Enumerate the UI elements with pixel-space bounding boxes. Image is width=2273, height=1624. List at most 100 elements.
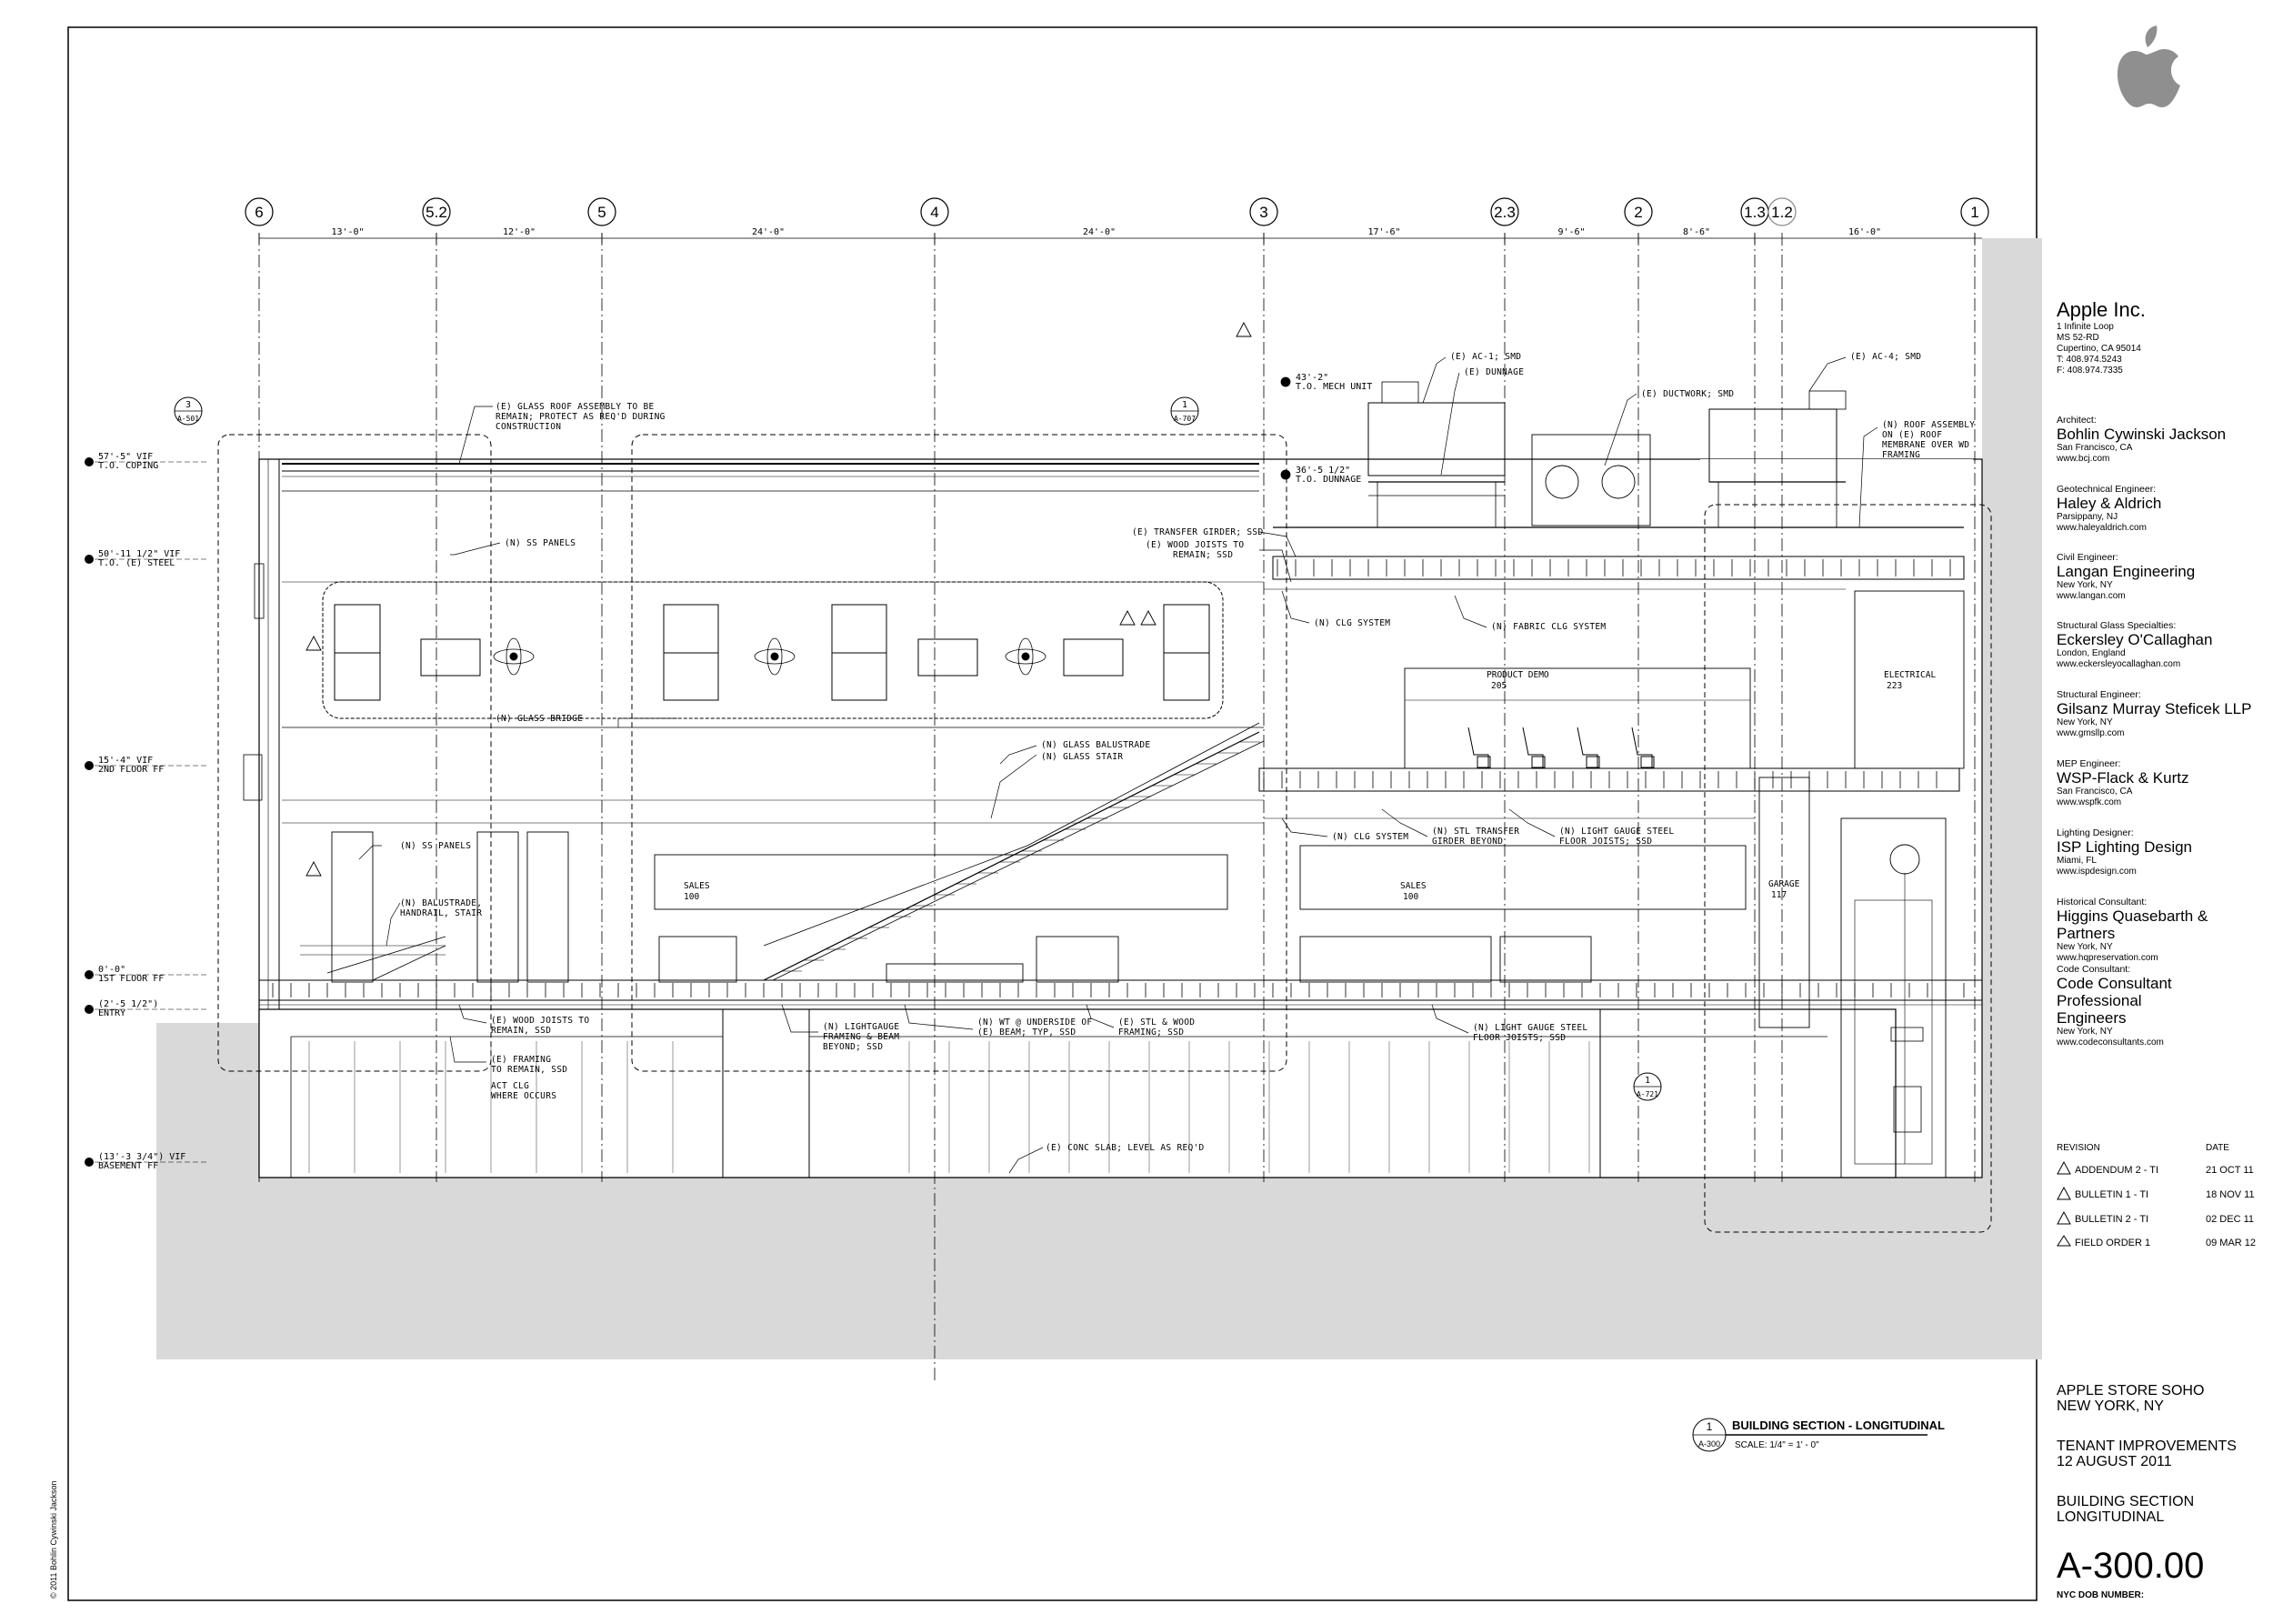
grid-bubble-label: 1: [1970, 204, 1978, 221]
consultant-firm: Gilsanz Murray Steficek LLP: [2057, 700, 2252, 717]
revision-date: 18 NOV 11: [2206, 1189, 2255, 1200]
service-rooms: [1758, 590, 1965, 1178]
consultant-role: Architect:: [2057, 415, 2097, 426]
ornament-ellipse: [766, 637, 783, 676]
note-stl-transfer-2: GIRDER BEYOND: [1432, 837, 1503, 847]
revision-name: ADDENDUM 2 - TI: [2075, 1165, 2159, 1176]
note-clg-system-lower: (N) CLG SYSTEM: [1332, 832, 1408, 842]
note-ac1: (E) AC-1; SMD: [1450, 352, 1521, 362]
demo-chair-seat: [1640, 756, 1655, 768]
demo-chair-seat: [1477, 756, 1491, 768]
ornament-ellipse: [506, 637, 522, 676]
room-sales-left-num: 100: [684, 892, 699, 902]
sales-counters: [654, 845, 1747, 983]
grid-bubble-label: 6: [255, 204, 263, 221]
level-value: 0'-0": [98, 965, 125, 975]
left-facade: [243, 458, 280, 1010]
level-marker-symbol: [85, 457, 94, 466]
note-glass-roof-3: CONSTRUCTION: [496, 422, 561, 432]
level-value: 50'-11 1/2" VIF: [98, 549, 180, 559]
note-glass-bridge: (N) GLASS BRIDGE: [496, 714, 583, 724]
apple-logo: [2117, 25, 2180, 107]
consultant-info: San Francisco, CA: [2057, 787, 2133, 797]
consultant-firm: Eckersley O'Callaghan: [2057, 631, 2213, 648]
dimension-label: 16'-0": [1848, 227, 1881, 237]
consultant-info: www.haleyaldrich.com: [2057, 523, 2147, 533]
lower-storefront: [300, 831, 569, 983]
note-wood-joists-to-1: (E) WOOD JOISTS TO: [1146, 540, 1244, 550]
consultant-civil: Civil Engineer: Langan Engineering New Y…: [2057, 552, 2266, 602]
drawing-title-number: 1: [1707, 1420, 1713, 1433]
room-garage-name: GARAGE: [1768, 879, 1800, 889]
consultant-firm: ISP Lighting Design: [2057, 838, 2193, 856]
consultant-code: Code Consultant: Code Consultant Profess…: [2057, 964, 2257, 1048]
grid-bubble-label: 3: [1259, 204, 1267, 221]
room-sales-left-name: SALES: [684, 881, 710, 891]
consultant-info: New York, NY: [2057, 580, 2113, 590]
dimension-label: 24'-0": [1083, 227, 1116, 237]
consultant-structural-glass: Structural Glass Specialties: Eckersley …: [2057, 620, 2266, 670]
product-demo-room: [1404, 667, 1751, 769]
drawing-title-text: BUILDING SECTION - LONGITUDINAL: [1732, 1418, 1945, 1432]
level-label: 1ST FLOOR FF: [98, 974, 164, 984]
consultant-role: Civil Engineer:: [2057, 552, 2118, 563]
level-label: BASEMENT FF: [98, 1161, 158, 1171]
callout-left-num: 3: [185, 400, 191, 410]
detail-boundaries: [217, 434, 1992, 1233]
note-act-clg-2: WHERE OCCURS: [491, 1091, 556, 1101]
note-glass-balustrade: (N) GLASS BALUSTRADE: [1041, 740, 1150, 750]
revision-name: BULLETIN 2 - TI: [2075, 1214, 2149, 1225]
room-sales-right-num: 100: [1403, 892, 1418, 902]
callout-right-num: 1: [1645, 1076, 1650, 1086]
consultant-firm: Bohlin Cywinski Jackson: [2057, 426, 2227, 443]
note-clg-system-upper: (N) CLG SYSTEM: [1314, 618, 1390, 628]
floor-joists: [272, 559, 1965, 997]
callout-right-sheet: A-721: [1637, 1090, 1658, 1098]
grid-bubble-label: 1.2: [1771, 204, 1793, 221]
consultant-info: New York, NY: [2057, 717, 2113, 727]
note-stl-wood-1: (E) STL & WOOD: [1118, 1018, 1195, 1028]
note-dunnage: (E) DUNNAGE: [1464, 367, 1524, 377]
grid-bubble-label: 5.2: [426, 204, 447, 221]
room-electrical-name: ELECTRICAL: [1884, 670, 1936, 680]
consultant-firm: WSP-Flack & Kurtz: [2057, 769, 2189, 787]
grid-bubble: [1767, 197, 1797, 226]
room-product-demo-name: PRODUCT DEMO: [1487, 670, 1549, 680]
revision-name: FIELD ORDER 1: [2075, 1238, 2151, 1248]
note-ac4: (E) AC-4; SMD: [1850, 352, 1921, 362]
grid-lines: [258, 233, 1976, 1382]
consultant-role: Lighting Designer:: [2057, 827, 2134, 838]
grid-bubble-label: 2.3: [1494, 204, 1516, 221]
note-transfer-girder: (E) TRANSFER GIRDER; SSD: [1132, 527, 1263, 537]
ornament-ellipse: [1017, 637, 1034, 676]
consultant-info: www.wspfk.com: [2057, 797, 2122, 807]
grid-bubble-label: 2: [1634, 204, 1642, 221]
grid-bubble: [245, 197, 274, 226]
note-lightgauge-1: (N) LIGHTGAUGE: [823, 1022, 899, 1032]
consultant-info: www.bcj.com: [2057, 454, 2110, 464]
revision-name: BULLETIN 1 - TI: [2075, 1189, 2149, 1200]
consultant-firm: Code Consultant Professional Engineers: [2057, 975, 2172, 1027]
consultant-role: MEP Engineer:: [2057, 758, 2121, 769]
demo-chairs: [1467, 727, 1655, 768]
note-roof-assembly-3: MEMBRANE OVER WD: [1882, 440, 1969, 450]
note-lightgauge-2: FRAMING & BEAM: [823, 1032, 899, 1042]
ornament-center: [1021, 652, 1030, 661]
consultant-architect: Architect: Bohlin Cywinski Jackson San F…: [2057, 415, 2266, 465]
callout-left-sheet: A-501: [177, 415, 199, 423]
note-framing-remain-2: TO REMAIN, SSD: [491, 1065, 567, 1075]
ornament-center: [770, 652, 779, 661]
room-sales-right-name: SALES: [1400, 881, 1427, 891]
revision-triangles: [2057, 1160, 2071, 1247]
demo-chair: [1522, 727, 1544, 768]
owner-address-line: T: 408.974.5243: [2057, 355, 2122, 365]
roof-level-2-value: 36'-5 1/2": [1296, 466, 1350, 476]
level-value: (2'-5 1/2"): [98, 999, 158, 1009]
demo-chair: [1577, 727, 1598, 768]
dimension-string: 13'-0"12'-0"24'-0"24'-0"17'-6"9'-6"8'-6"…: [258, 227, 1982, 244]
room-garage-num: 117: [1771, 890, 1787, 900]
dimension-label: 17'-6": [1367, 227, 1400, 237]
stair-treads: [782, 741, 1260, 972]
